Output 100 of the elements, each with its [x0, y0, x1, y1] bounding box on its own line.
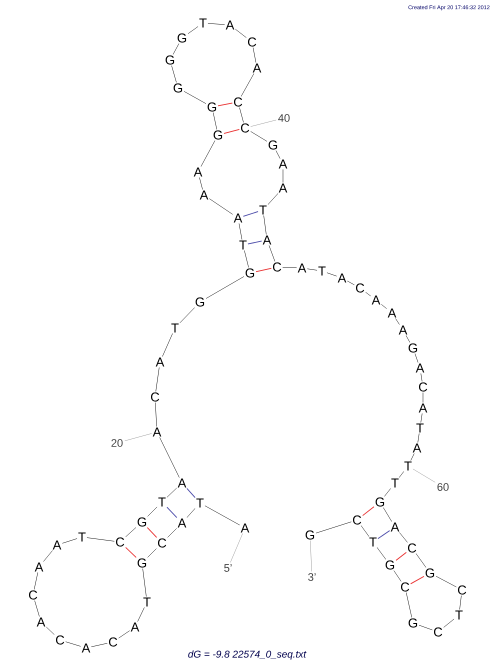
base-letter: A — [52, 540, 62, 550]
base-letter: A — [178, 518, 186, 528]
backbone-line — [235, 28, 247, 38]
base-letter: T — [416, 424, 424, 432]
base-letter: T — [391, 478, 399, 488]
backbone-line — [137, 607, 145, 622]
leader-line — [412, 468, 436, 483]
backbone-line — [244, 250, 249, 268]
base-letter: G — [306, 530, 314, 540]
base-pair-line — [256, 268, 272, 272]
base-letter: A — [412, 444, 422, 452]
caption: dG = -9.8 22574_0_seq.txt — [188, 650, 306, 660]
backbone-line — [86, 537, 115, 542]
base-letter: T — [143, 598, 151, 606]
base-pair-line — [248, 240, 262, 244]
base-letter: C — [28, 590, 38, 600]
base-letter: A — [252, 64, 262, 72]
base-letter: A — [36, 618, 46, 626]
backbone-line — [34, 572, 38, 590]
backbone-line — [307, 268, 318, 270]
backbone-line — [420, 413, 422, 423]
base-letter: T — [259, 206, 267, 214]
base-letter: T — [404, 462, 412, 470]
backbone-line — [166, 488, 177, 498]
base-letter: G — [426, 568, 434, 578]
backbone-line — [459, 595, 462, 610]
base-letter: A — [416, 364, 424, 372]
backbone-line — [282, 169, 284, 183]
backbone-line — [347, 280, 355, 286]
backbone-line — [180, 307, 195, 324]
backbone-line — [186, 508, 196, 518]
base-letter: G — [166, 55, 174, 65]
base-letter: C — [458, 585, 466, 595]
base-letter: A — [178, 478, 186, 488]
base-letter: C — [150, 392, 160, 402]
backbone-line — [282, 267, 297, 268]
backbone-line — [443, 618, 454, 628]
backbone-line — [383, 507, 392, 522]
base-letter: G — [138, 517, 146, 527]
base-letter: A — [240, 524, 250, 532]
base-pair-line — [242, 211, 258, 217]
base-letter: C — [400, 582, 410, 592]
base-letter: C — [234, 97, 242, 107]
base-letter: C — [108, 637, 118, 647]
backbone-line — [384, 488, 391, 497]
backbone-line — [264, 215, 266, 235]
backbone-line — [420, 373, 422, 382]
base-letter: C — [352, 515, 362, 525]
base-letter: A — [388, 308, 396, 318]
backbone-line — [395, 318, 400, 325]
base-letter: C — [356, 283, 364, 293]
backbone-line — [147, 506, 158, 517]
backbone-line — [365, 292, 371, 296]
backbone-line — [209, 198, 233, 215]
backbone-line — [155, 402, 157, 427]
backbone-line — [326, 272, 337, 276]
base-letter: G — [246, 268, 254, 278]
backbone-line — [239, 107, 244, 123]
backbone-line — [125, 527, 136, 538]
base-letter: G — [174, 83, 182, 93]
backbone-line — [422, 392, 424, 403]
base-letter: C — [56, 635, 64, 645]
base-letter: A — [418, 404, 428, 412]
position-number: 3’ — [308, 573, 316, 581]
base-letter: C — [248, 37, 256, 47]
backbone-line — [147, 548, 157, 558]
backbone-line — [65, 642, 81, 647]
base-pair-line — [125, 546, 137, 558]
backbone-line — [172, 43, 180, 55]
backbone-line — [376, 547, 386, 560]
backbone-line — [208, 23, 225, 25]
base-letter: A — [82, 644, 90, 652]
base-letter: A — [200, 190, 208, 200]
backbone-line — [268, 245, 276, 262]
base-letter: G — [386, 560, 394, 570]
base-letter: G — [268, 140, 278, 150]
base-letter: C — [158, 538, 166, 548]
base-letter: T — [455, 610, 463, 620]
backbone-line — [200, 140, 216, 167]
backbone-line — [436, 576, 457, 588]
backbone-line — [406, 592, 412, 618]
backbone-line — [188, 26, 198, 34]
backbone-line — [162, 333, 173, 357]
backbone-line — [252, 47, 256, 63]
base-letter: T — [199, 18, 207, 28]
base-letter: A — [390, 522, 400, 532]
backbone-line — [410, 453, 414, 461]
base-letter: T — [318, 266, 326, 276]
base-letter: T — [171, 324, 179, 332]
base-letter: C — [408, 543, 416, 553]
base-letter: G — [208, 102, 216, 112]
base-letter: A — [152, 428, 162, 436]
base-letter: A — [262, 236, 272, 244]
base-letter: G — [376, 497, 384, 507]
position-number: 60 — [437, 483, 449, 491]
backbone-line — [199, 177, 203, 190]
base-letter: T — [369, 538, 377, 546]
base-letter: A — [226, 20, 234, 30]
position-number: 5’ — [224, 564, 232, 572]
base-letter: A — [34, 562, 44, 572]
